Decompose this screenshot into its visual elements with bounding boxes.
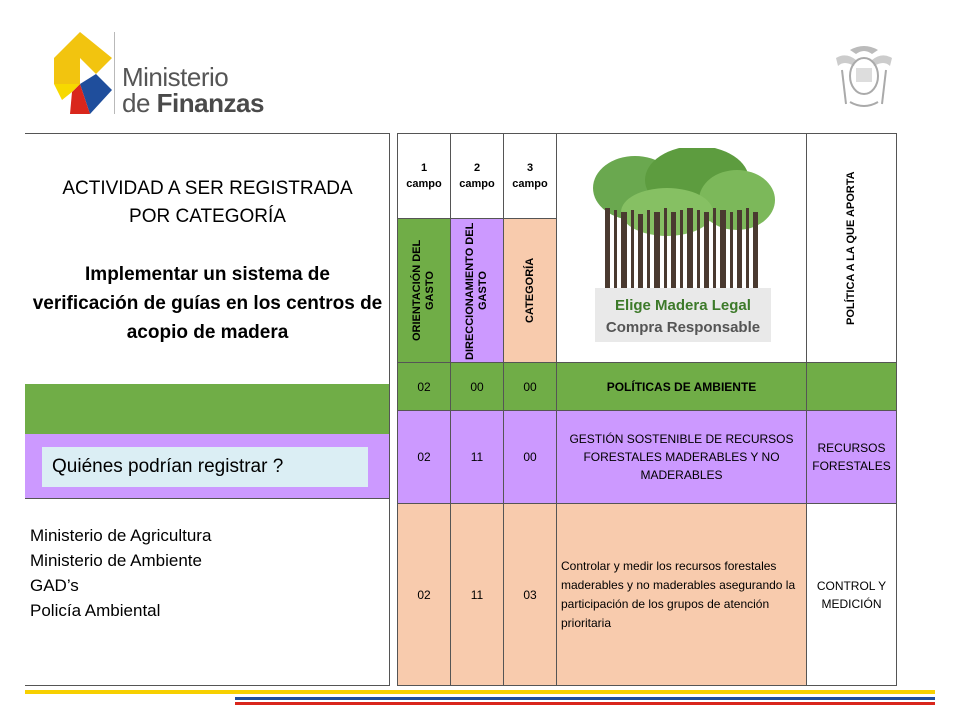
logo-text-finanzas: de Finanzas bbox=[122, 88, 264, 118]
table-cell: RECURSOS FORESTALES bbox=[806, 410, 897, 504]
activity-title: ACTIVIDAD A SER REGISTRADA POR CATEGORÍA bbox=[62, 178, 353, 227]
table-cell: 03 bbox=[503, 503, 557, 686]
table-cell: 00 bbox=[503, 362, 557, 411]
badge-cell: Elige Madera Legal Compra Responsable bbox=[556, 133, 807, 363]
activity-panel bbox=[25, 133, 390, 385]
who-can-register-label: Quiénes podrían registrar ? bbox=[42, 447, 368, 487]
table-cell: POLÍTICAS DE AMBIENTE bbox=[556, 362, 807, 411]
table-cell: 00 bbox=[450, 362, 504, 411]
table-cell: 02 bbox=[397, 362, 451, 411]
list-item: Ministerio de Ambiente bbox=[30, 551, 202, 570]
table-cell: 11 bbox=[450, 410, 504, 504]
list-item: Ministerio de Agricultura bbox=[30, 526, 212, 545]
ministerio-logo-icon bbox=[54, 32, 112, 114]
registrants-panel bbox=[25, 498, 390, 686]
svg-text:Compra Responsable: Compra Responsable bbox=[605, 319, 759, 336]
header-direccionamiento: DIRECCIONAMIENTO DEL GASTO bbox=[450, 218, 504, 363]
logo-text-ministerio: Ministerio bbox=[122, 62, 229, 92]
list-item: Policía Ambiental bbox=[30, 601, 161, 620]
legal-wood-badge-icon: Elige Madera Legal Compra Responsable bbox=[592, 148, 775, 342]
svg-text:Elige Madera Legal: Elige Madera Legal bbox=[615, 297, 751, 314]
table-cell: 02 bbox=[397, 503, 451, 686]
green-band bbox=[25, 384, 390, 435]
coat-of-arms-icon bbox=[836, 46, 892, 107]
table-cell: 11 bbox=[450, 503, 504, 686]
table-cell: GESTIÓN SOSTENIBLE DE RECURSOS FORESTALE… bbox=[556, 410, 807, 504]
footer-stripe-blue bbox=[235, 697, 935, 700]
table-cell bbox=[806, 362, 897, 411]
logo-divider bbox=[114, 32, 115, 114]
registrants-list: Ministerio de Agricultura Ministerio de … bbox=[30, 523, 211, 623]
header-politica: POLÍTICA A LA QUE APORTA bbox=[806, 133, 897, 363]
list-item: GAD’s bbox=[30, 576, 79, 595]
table-cell: CONTROL Y MEDICIÓN bbox=[806, 503, 897, 686]
table-cell: Controlar y medir los recursos forestale… bbox=[556, 503, 807, 686]
footer-stripe-yellow bbox=[25, 690, 935, 694]
header-orientacion: ORIENTACIÓN DEL GASTO bbox=[397, 218, 451, 363]
activity-description: Implementar un sistema de verificación d… bbox=[32, 264, 383, 343]
table-cell: 00 bbox=[503, 410, 557, 504]
footer-stripe-red bbox=[235, 702, 935, 705]
table-cell: 02 bbox=[397, 410, 451, 504]
header-categoria: CATEGORÍA bbox=[503, 218, 557, 363]
